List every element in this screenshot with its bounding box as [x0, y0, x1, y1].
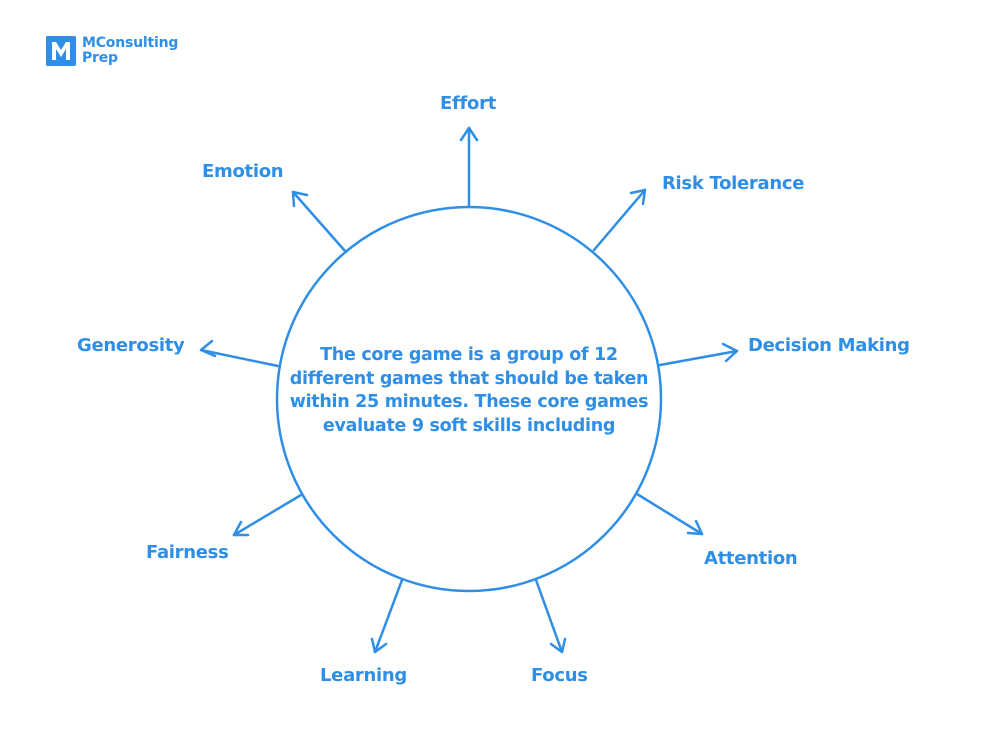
brand-name-line2: Prep	[82, 50, 118, 66]
brand-logo: MConsulting Prep	[46, 36, 178, 66]
brand-name-line1: MConsulting	[82, 35, 179, 51]
skill-label-focus: Focus	[531, 665, 588, 686]
arrow-learning	[370, 578, 404, 654]
arrow-generosity	[199, 339, 280, 368]
arrow-attention	[635, 492, 704, 536]
arrows	[199, 126, 739, 654]
arrow-decision-making	[658, 342, 739, 367]
logo-m-icon	[46, 36, 76, 66]
arrow-risk-tolerance	[592, 188, 647, 252]
skill-label-learning: Learning	[320, 665, 407, 686]
skill-label-generosity: Generosity	[77, 335, 185, 356]
skill-label-decision-making: Decision Making	[748, 335, 910, 356]
arrow-focus	[534, 578, 567, 654]
arrow-effort	[459, 126, 479, 209]
skill-label-attention: Attention	[704, 548, 798, 569]
arrow-emotion	[291, 190, 347, 253]
brand-name: MConsulting Prep	[82, 36, 178, 66]
center-description: The core game is a group of 12 different…	[289, 345, 649, 436]
skill-label-effort: Effort	[440, 93, 497, 114]
skill-label-emotion: Emotion	[202, 161, 284, 182]
skill-label-risk-tolerance: Risk Tolerance	[662, 173, 805, 194]
arrow-fairness	[232, 493, 303, 537]
skill-label-fairness: Fairness	[146, 542, 229, 563]
